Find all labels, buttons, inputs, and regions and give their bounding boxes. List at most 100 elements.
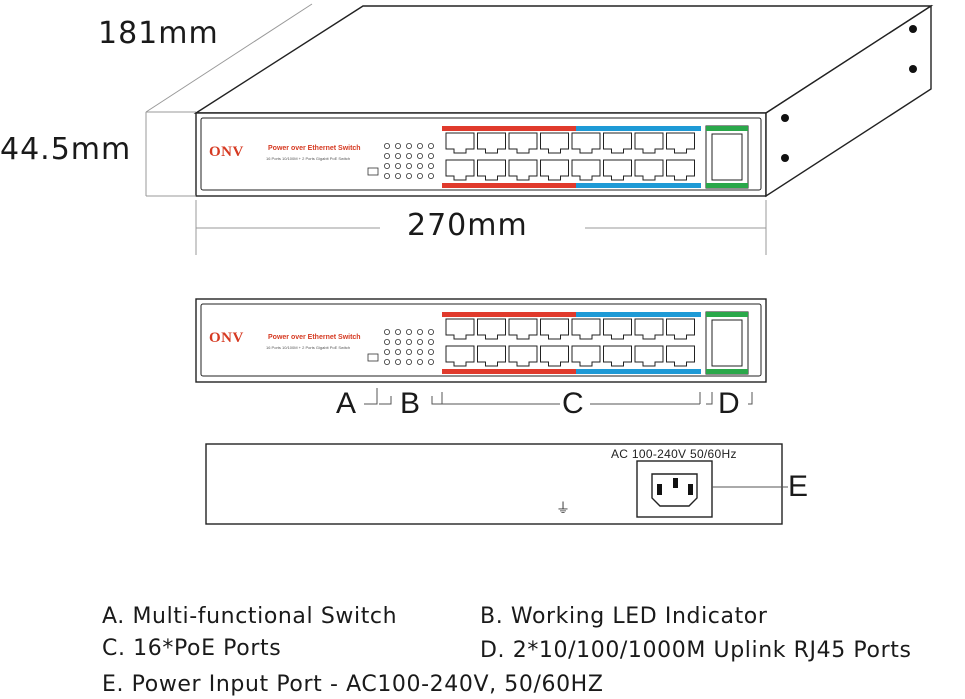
poe-group-header-red: [442, 312, 576, 317]
legend-d: D. 2*10/100/1000M Uplink RJ45 Ports: [480, 638, 912, 663]
mode-switch: [367, 353, 379, 362]
uplink-header-green: [706, 126, 748, 131]
rj45-port: [666, 345, 695, 367]
brand-subtitle-mid: 16 Ports 10/100M + 2 Ports Gigabit PoE S…: [266, 345, 351, 350]
led-indicator: [383, 348, 390, 355]
depth-dimension: 181mm: [98, 16, 219, 51]
power-socket: [636, 460, 713, 518]
brand-subtitle-top: 16 Ports 10/100M + 2 Ports Gigabit PoE S…: [266, 156, 351, 161]
poe-group-footer-blue: [576, 369, 701, 374]
rj45-port: [445, 345, 475, 367]
led-indicator: [416, 172, 423, 179]
led-indicator: [405, 358, 412, 365]
brand-logo-top: ONV: [209, 144, 244, 160]
rj45-port: [634, 318, 664, 340]
led-indicator: [405, 152, 412, 159]
poe-group-footer-red: [442, 369, 576, 374]
rj45-port: [666, 159, 695, 181]
rj45-port: [508, 159, 538, 181]
side-screws: [781, 25, 917, 162]
led-indicator: [394, 358, 401, 365]
rj45-port: [571, 345, 601, 367]
led-indicator: [383, 328, 390, 335]
callout-c: C: [562, 387, 584, 420]
rj45-port: [603, 318, 632, 340]
led-indicator: [383, 172, 390, 179]
power-rating-label: AC 100-240V 50/60Hz: [611, 447, 737, 461]
led-indicator: [383, 358, 390, 365]
led-indicator: [405, 142, 412, 149]
led-indicator: [383, 162, 390, 169]
led-indicator: [394, 338, 401, 345]
front-panel-mid: [367, 311, 749, 375]
led-indicator: [405, 338, 412, 345]
led-indicator: [394, 348, 401, 355]
rj45-port: [666, 132, 695, 154]
uplink-footer-green: [706, 369, 748, 374]
led-indicator: [416, 162, 423, 169]
legend-e: E. Power Input Port - AC100-240V, 50/60H…: [102, 672, 604, 697]
rj45-port: [571, 159, 601, 181]
led-indicator: [405, 162, 412, 169]
rj45-port: [477, 318, 506, 340]
rj45-port: [666, 318, 695, 340]
brand-logo-mid: ONV: [209, 330, 244, 346]
led-indicator: [427, 338, 434, 345]
rj45-port: [508, 318, 538, 340]
rj45-port: [445, 132, 475, 154]
rj45-port: [571, 318, 601, 340]
rj45-port: [445, 159, 475, 181]
height-dimension: 44.5mm: [0, 132, 132, 167]
legend-c: C. 16*PoE Ports: [102, 636, 282, 661]
poe-group-footer-blue: [576, 183, 701, 188]
led-indicator: [394, 328, 401, 335]
callout-b: B: [400, 387, 421, 420]
rj45-port: [508, 345, 538, 367]
rj45-port: [477, 132, 506, 154]
led-indicator: [416, 348, 423, 355]
mode-switch: [367, 167, 379, 176]
dimension-lines: [145, 3, 767, 255]
callout-d: D: [718, 387, 740, 420]
led-indicator: [394, 172, 401, 179]
width-dimension: 270mm: [407, 208, 528, 243]
uplink-port: [711, 319, 743, 367]
led-indicator: [427, 152, 434, 159]
led-indicator: [383, 338, 390, 345]
rj45-port: [603, 159, 632, 181]
front-panel-top: [367, 125, 749, 189]
led-indicator: [427, 348, 434, 355]
led-indicator: [416, 358, 423, 365]
led-indicator: [405, 172, 412, 179]
led-indicator: [394, 152, 401, 159]
led-indicator: [427, 172, 434, 179]
led-indicator: [427, 328, 434, 335]
rj45-port: [540, 159, 569, 181]
rj45-port: [540, 345, 569, 367]
rj45-port: [634, 159, 664, 181]
led-indicator: [394, 142, 401, 149]
callout-e: E: [788, 470, 809, 503]
led-indicator: [383, 142, 390, 149]
led-indicator: [416, 152, 423, 159]
uplink-footer-green: [706, 183, 748, 188]
rj45-port: [477, 345, 506, 367]
rj45-port: [603, 345, 632, 367]
led-indicator: [405, 348, 412, 355]
legend-b: B. Working LED Indicator: [480, 604, 768, 629]
rj45-port: [634, 132, 664, 154]
callout-brackets: [364, 388, 753, 405]
rj45-port: [445, 318, 475, 340]
led-indicator: [416, 142, 423, 149]
led-indicator: [405, 328, 412, 335]
rj45-port: [508, 132, 538, 154]
led-indicator: [383, 152, 390, 159]
rj45-port: [540, 132, 569, 154]
brand-title-top: Power over Ethernet Switch: [268, 145, 361, 152]
led-indicator: [427, 358, 434, 365]
rj45-port: [634, 345, 664, 367]
uplink-header-green: [706, 312, 748, 317]
poe-group-header-blue: [576, 126, 701, 131]
led-indicator: [416, 328, 423, 335]
